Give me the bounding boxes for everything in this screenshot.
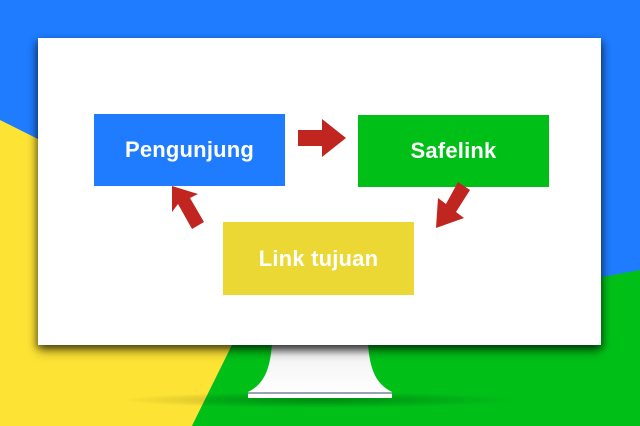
arrow-down-left-icon [436, 182, 470, 228]
stand-shadow [120, 392, 520, 408]
node-safelink: Safelink [358, 115, 549, 187]
node-label: Pengunjung [124, 137, 255, 162]
node-label: Link tujuan [258, 245, 379, 271]
monitor-stand [248, 344, 392, 398]
arrow-up-left-icon [172, 186, 204, 229]
node-link-tujuan: Link tujuan [223, 222, 414, 295]
node-pengunjung: Pengunjung [94, 114, 285, 186]
arrow-right-icon [298, 119, 346, 157]
node-label: Safelink [410, 138, 497, 163]
monitor-screen: Pengunjung Safelink Link tujuan [38, 38, 601, 345]
